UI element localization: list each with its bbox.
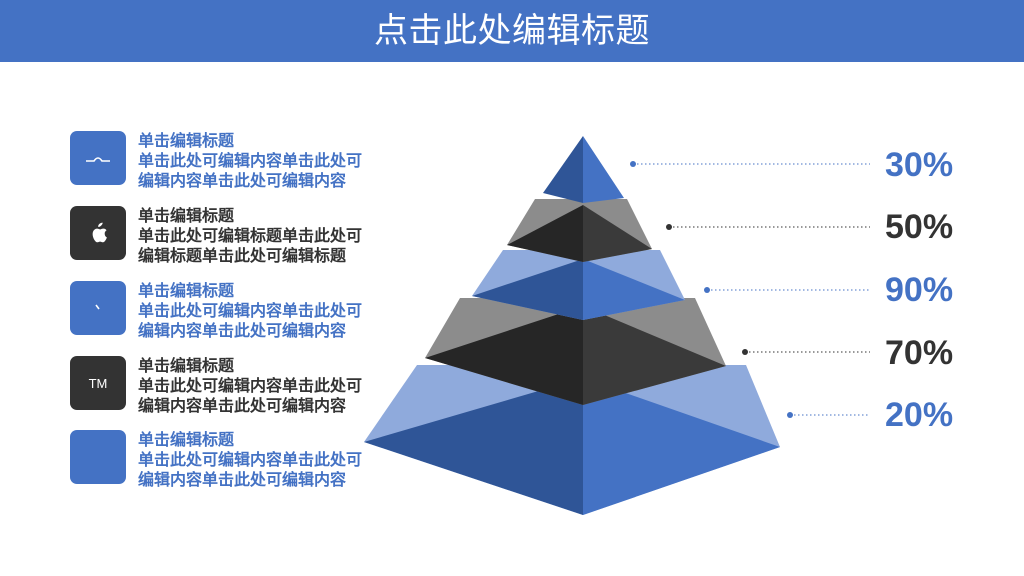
list-item-text: 单击编辑标题 单击此处可编辑标题单击此处可编辑标题单击此处可编辑标题 — [138, 206, 368, 266]
blank-icon — [70, 430, 126, 484]
leader-dot-5 — [787, 412, 793, 418]
header-bar — [0, 0, 1024, 62]
list-item-body: 单击此处可编辑内容单击此处可编辑内容单击此处可编辑内容 — [138, 376, 363, 415]
list-item[interactable]: 单击编辑标题 单击此处可编辑标题单击此处可编辑标题单击此处可编辑标题 — [70, 206, 370, 276]
list-item[interactable]: 单击编辑标题 单击此处可编辑内容单击此处可编辑内容单击此处可编辑内容 — [70, 281, 370, 351]
leader-dot-3 — [704, 287, 710, 293]
chart-line-icon — [70, 131, 126, 185]
list-item-text: 单击编辑标题 单击此处可编辑内容单击此处可编辑内容单击此处可编辑内容 — [138, 131, 368, 191]
list-item-title: 单击编辑标题 — [138, 356, 235, 375]
list-item[interactable]: 单击编辑标题 单击此处可编辑内容单击此处可编辑内容单击此处可编辑内容 — [70, 430, 370, 500]
list-item-text: 单击编辑标题 单击此处可编辑内容单击此处可编辑内容单击此处可编辑内容 — [138, 430, 368, 490]
tier-1-left — [543, 136, 583, 203]
tier-3-left — [472, 259, 583, 320]
mark-icon — [70, 281, 126, 335]
list-item-title: 单击编辑标题 — [138, 281, 235, 300]
leader-dot-4 — [742, 349, 748, 355]
list-item-body: 单击此处可编辑标题单击此处可编辑标题单击此处可编辑标题 — [138, 226, 363, 265]
tier-3-right — [583, 259, 685, 320]
leader-dot-2 — [666, 224, 672, 230]
tier-2-left — [507, 205, 583, 262]
percent-label-1[interactable]: 30% — [885, 146, 954, 184]
list-item-body: 单击此处可编辑内容单击此处可编辑内容单击此处可编辑内容 — [138, 301, 363, 340]
list-item[interactable]: TM 单击编辑标题 单击此处可编辑内容单击此处可编辑内容单击此处可编辑内容 — [70, 356, 370, 426]
trademark-icon: TM — [70, 356, 126, 410]
tier-1-right — [583, 136, 624, 203]
list-item-title: 单击编辑标题 — [138, 430, 235, 449]
tier-5-right — [583, 378, 780, 515]
trademark-glyph: TM — [88, 375, 108, 391]
tier-5-left — [364, 378, 583, 515]
tier-4-left — [425, 306, 583, 405]
list-item-title: 单击编辑标题 — [138, 206, 235, 225]
percent-label-3[interactable]: 90% — [885, 271, 954, 309]
list-item-text: 单击编辑标题 单击此处可编辑内容单击此处可编辑内容单击此处可编辑内容 — [138, 356, 368, 416]
percent-label-4[interactable]: 70% — [885, 334, 954, 372]
list-item-text: 单击编辑标题 单击此处可编辑内容单击此处可编辑内容单击此处可编辑内容 — [138, 281, 368, 341]
tier-4-right — [583, 306, 726, 405]
leader-dot-1 — [630, 161, 636, 167]
tier-2-right — [583, 205, 652, 262]
page-title[interactable]: 点击此处编辑标题 — [374, 11, 650, 51]
list-item-title: 单击编辑标题 — [138, 131, 235, 150]
percent-label-5[interactable]: 20% — [885, 396, 954, 434]
percent-label-2[interactable]: 50% — [885, 208, 954, 246]
list-item-body: 单击此处可编辑内容单击此处可编辑内容单击此处可编辑内容 — [138, 450, 363, 489]
list-item-body: 单击此处可编辑内容单击此处可编辑内容单击此处可编辑内容 — [138, 151, 363, 190]
apple-icon — [70, 206, 126, 260]
list-item[interactable]: 单击编辑标题 单击此处可编辑内容单击此处可编辑内容单击此处可编辑内容 — [70, 131, 370, 201]
